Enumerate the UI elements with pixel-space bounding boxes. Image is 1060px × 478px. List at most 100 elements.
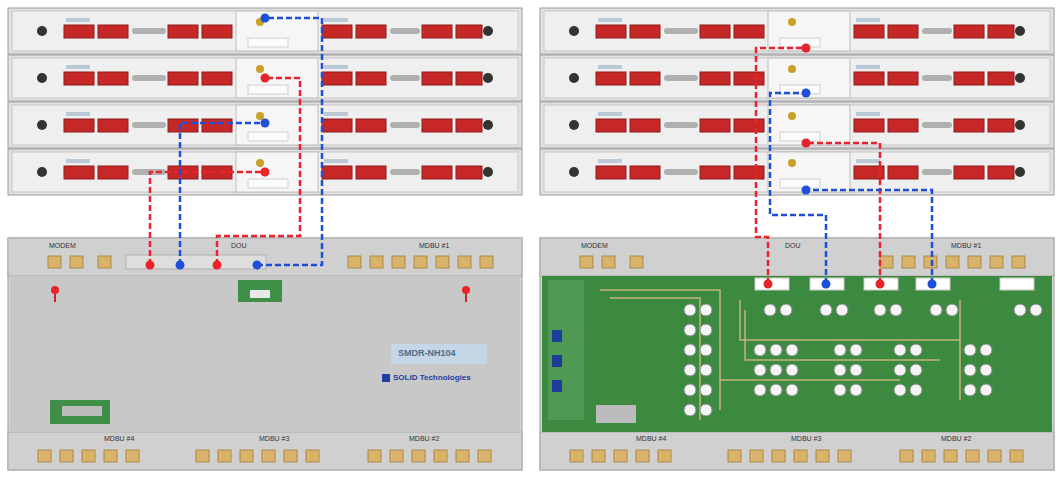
drawing-part	[876, 280, 885, 289]
drawing-part	[261, 74, 270, 83]
drawing-part	[756, 48, 806, 284]
drawing-part	[930, 304, 942, 316]
drawing-part	[770, 364, 782, 376]
drawing-part	[910, 384, 922, 396]
drawing-part	[540, 238, 1054, 470]
drawing-part	[8, 8, 522, 54]
drawing-part	[910, 364, 922, 376]
drawing-part	[764, 280, 773, 289]
drawing-part	[754, 384, 766, 396]
drawing-part	[980, 344, 992, 356]
drawing-part	[754, 364, 766, 376]
drawing-part	[684, 404, 696, 416]
panel-label: DOU	[230, 242, 248, 249]
panel-label: MDBU #2	[940, 435, 972, 442]
drawing-part	[964, 384, 976, 396]
drawing-part	[786, 344, 798, 356]
panel-label: MDBU #4	[635, 435, 667, 442]
drawing-part	[146, 261, 155, 270]
rack-stack	[8, 8, 1054, 195]
drawing-part	[540, 102, 1054, 148]
drawing-part	[217, 78, 300, 265]
drawing-part	[980, 384, 992, 396]
drawing-part	[770, 384, 782, 396]
drawing-part	[150, 172, 265, 265]
drawing-part	[850, 344, 862, 356]
drawing-part	[8, 55, 522, 101]
drawing-part	[700, 384, 712, 396]
drawing-part	[684, 344, 696, 356]
drawing-part	[542, 276, 1052, 432]
drawing-part	[802, 186, 811, 195]
drawing-part	[684, 304, 696, 316]
drawing-part	[890, 304, 902, 316]
drawing-part	[552, 355, 562, 367]
drawing-part	[834, 384, 846, 396]
drawing-part	[740, 300, 960, 340]
drawing-part	[850, 384, 862, 396]
drawing-part	[754, 344, 766, 356]
drawing-part	[684, 364, 696, 376]
drawing-part	[745, 310, 940, 360]
drawing-part	[600, 290, 720, 410]
drawing-part	[806, 143, 880, 284]
drawing-part	[910, 344, 922, 356]
drawing-part	[928, 280, 937, 289]
drawing-part	[874, 304, 886, 316]
drawing-part	[834, 364, 846, 376]
drawing-part	[700, 304, 712, 316]
drawing-part	[126, 255, 266, 269]
drawing-part	[684, 324, 696, 336]
drawing-part	[600, 290, 960, 420]
drawing-part	[802, 89, 811, 98]
drawing-part	[610, 298, 700, 420]
drawing-part	[770, 93, 826, 284]
left-chassis	[8, 238, 522, 470]
panel-label: SMDR-NH104	[398, 349, 456, 358]
panel-label: MDBU #1	[418, 242, 450, 249]
drawing-part	[51, 286, 59, 294]
drawing-part	[176, 261, 185, 270]
drawing-part	[755, 278, 1034, 290]
panel-label: MDBU #2	[408, 435, 440, 442]
drawing-part	[894, 384, 906, 396]
drawing-part	[462, 286, 470, 294]
drawing-part	[764, 304, 776, 316]
drawing-part	[980, 364, 992, 376]
drawing-part	[261, 14, 270, 23]
drawing-part	[1014, 304, 1026, 316]
drawing-part	[802, 44, 811, 53]
drawing-part	[253, 261, 262, 270]
chassis-panel: MODEMDOUMDBU #1MDBU #4MDBU #3MDBU #2	[540, 238, 1054, 470]
drawing-part	[822, 280, 831, 289]
panel-label: MODEM	[580, 242, 609, 249]
drawing-part	[257, 18, 322, 265]
drawing-part	[548, 280, 584, 420]
drawing-part	[700, 324, 712, 336]
drawing-part	[552, 380, 562, 392]
drawing-part	[786, 364, 798, 376]
drawing-part	[684, 304, 1042, 416]
drawing-part	[964, 344, 976, 356]
drawing-part	[382, 374, 390, 382]
drawing-part	[964, 364, 976, 376]
drawing-part	[820, 304, 832, 316]
drawing-part	[261, 119, 270, 128]
chassis-panel: MODEMDOUMDBU #1SMDR-NH104SOLiD Technolog…	[8, 238, 522, 470]
drawing-part	[8, 238, 522, 470]
drawing-part	[700, 344, 712, 356]
drawing-part	[770, 344, 782, 356]
drawing-part	[700, 364, 712, 376]
drawing-part	[894, 364, 906, 376]
drawing-part	[780, 304, 792, 316]
panel-label: MDBU #4	[103, 435, 135, 442]
rf-cables	[150, 18, 932, 284]
drawing-part	[959, 300, 961, 400]
panel-label: SOLiD Technologies	[393, 374, 471, 382]
drawing-part	[238, 280, 282, 302]
drawing-part	[684, 384, 696, 396]
drawing-part	[810, 278, 844, 290]
panel-label: DOU	[784, 242, 802, 249]
drawing-part	[250, 290, 270, 298]
cable-ends	[146, 14, 937, 289]
